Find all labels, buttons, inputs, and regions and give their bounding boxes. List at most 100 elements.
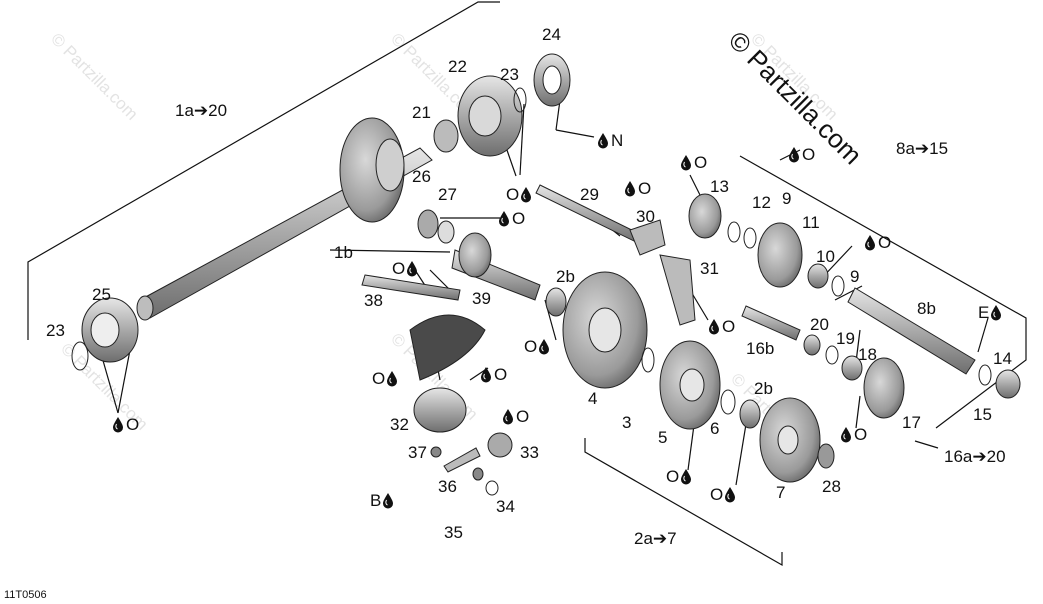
needle-bearing-2b-a — [545, 287, 567, 317]
oil-drop-icon — [502, 408, 514, 425]
needle-bearing-18 — [841, 355, 863, 381]
label-28: 28 — [822, 477, 841, 496]
washer-19 — [825, 345, 839, 365]
svg-text:O: O — [524, 337, 537, 356]
oil-drop-icon — [680, 154, 692, 171]
label-12: 12 — [752, 193, 771, 212]
label-23a: 23 — [46, 321, 65, 340]
label-24: 24 — [542, 25, 561, 44]
svg-text:O: O — [372, 369, 385, 388]
washer-21 — [433, 119, 459, 153]
lube-marker-o: O — [502, 407, 529, 426]
gear-13 — [688, 193, 722, 239]
seal-ring-23b — [513, 87, 527, 113]
gear-7 — [759, 397, 821, 483]
gear-11 — [757, 222, 803, 288]
label-2a-7: 2a➔7 — [634, 529, 677, 548]
lube-marker-o: O — [840, 425, 867, 444]
svg-text:O: O — [710, 485, 723, 504]
lever-36 — [443, 447, 481, 473]
lube-markers: O N O O O O O O — [112, 131, 1002, 510]
oil-drop-icon — [624, 180, 636, 197]
label-35: 35 — [444, 523, 463, 542]
label-9a: 9 — [782, 189, 791, 208]
shift-sector — [409, 314, 486, 381]
part-labels: 1a➔20 1b 2b 2b 3 4 5 6 7 8a➔15 8b 9 9 10… — [46, 25, 1012, 548]
label-31: 31 — [700, 259, 719, 278]
lube-marker-b: B — [370, 491, 394, 510]
gear-17 — [863, 357, 905, 419]
label-36: 36 — [438, 477, 457, 496]
shift-drum-32 — [413, 387, 467, 433]
label-1a-20: 1a➔20 — [175, 101, 227, 120]
label-33: 33 — [520, 443, 539, 462]
lube-marker-o: O — [480, 365, 507, 384]
washer-26 — [417, 209, 439, 239]
label-1b: 1b — [334, 243, 353, 262]
seal-ring-23a — [71, 341, 89, 371]
shift-shaft-38 — [361, 274, 461, 301]
lube-marker-o: O — [680, 153, 707, 172]
lube-marker-o: O — [624, 179, 651, 198]
svg-text:O: O — [506, 185, 519, 204]
svg-text:O: O — [802, 145, 815, 164]
oil-drop-icon — [480, 366, 492, 383]
label-23b: 23 — [500, 65, 519, 84]
label-17: 17 — [902, 413, 921, 432]
watermark-faint: © Partzilla.com — [47, 29, 141, 123]
label-29: 29 — [580, 185, 599, 204]
label-25: 25 — [92, 285, 111, 304]
label-8a-15: 8a➔15 — [896, 139, 948, 158]
watermark-main: © Partzilla.com — [723, 25, 868, 170]
label-7: 7 — [776, 483, 785, 502]
oil-drop-icon — [382, 492, 394, 509]
oil-drop-icon — [538, 338, 550, 355]
screw-37 — [430, 446, 442, 458]
label-19: 19 — [836, 329, 855, 348]
label-3: 3 — [622, 413, 631, 432]
lube-marker-o: O — [498, 209, 525, 228]
washer-34 — [485, 480, 499, 496]
svg-text:O: O — [392, 259, 405, 278]
washer-35 — [472, 467, 484, 481]
svg-text:E: E — [978, 303, 989, 322]
oil-drop-icon — [112, 416, 124, 433]
label-32: 32 — [390, 415, 409, 434]
bearing-22 — [457, 75, 523, 157]
lube-marker-o: O — [666, 467, 692, 486]
lube-marker-o: O — [708, 317, 735, 336]
oil-drop-icon — [406, 260, 418, 277]
shift-fork-31 — [659, 254, 696, 326]
seal-24 — [533, 53, 571, 107]
svg-text:O: O — [494, 365, 507, 384]
bevel-gear — [339, 117, 405, 223]
needle-bearing-10 — [807, 263, 829, 289]
label-14: 14 — [993, 349, 1012, 368]
label-20: 20 — [810, 315, 829, 334]
label-9b: 9 — [850, 267, 859, 286]
label-39: 39 — [472, 289, 491, 308]
washer-27 — [437, 220, 455, 244]
label-22: 22 — [448, 57, 467, 76]
label-2b-b: 2b — [754, 379, 773, 398]
washer-9a — [743, 227, 757, 249]
washer-12 — [727, 221, 741, 243]
label-6: 6 — [710, 419, 719, 438]
lube-marker-o: O — [372, 369, 398, 388]
washer-6 — [720, 389, 736, 415]
svg-text:B: B — [370, 491, 381, 510]
label-34: 34 — [496, 497, 515, 516]
gear-4 — [562, 271, 648, 389]
label-27: 27 — [438, 185, 457, 204]
svg-text:O: O — [516, 407, 529, 426]
lube-marker-o: O — [524, 337, 550, 356]
label-18: 18 — [858, 345, 877, 364]
lube-marker-n: N — [597, 131, 623, 150]
gear-5 — [659, 340, 721, 430]
svg-text:O: O — [854, 425, 867, 444]
lube-marker-o: O — [506, 185, 532, 204]
label-21: 21 — [412, 103, 431, 122]
seal-ring-14 — [978, 364, 992, 386]
lube-marker-o: O — [710, 485, 736, 504]
